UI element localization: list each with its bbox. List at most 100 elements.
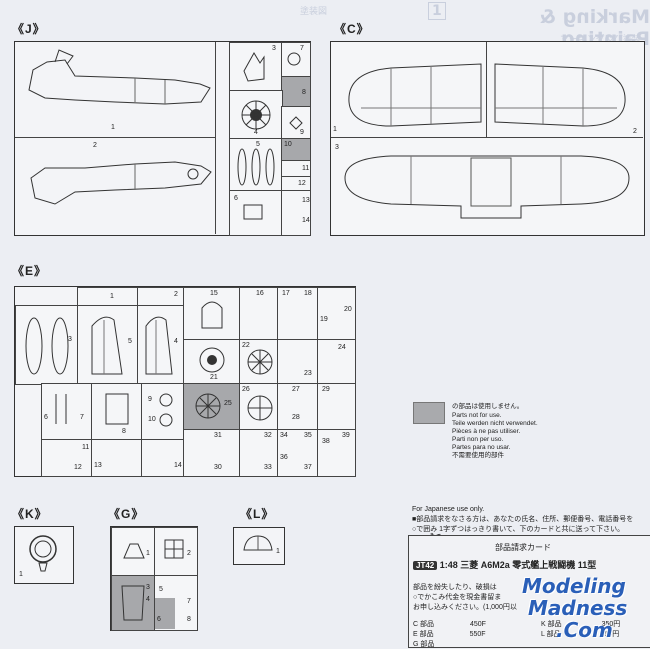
e-part-16-cell: 16 xyxy=(239,287,279,341)
legend-line-en: Parts not for use. xyxy=(452,412,502,419)
price-part: E 部品 xyxy=(413,631,434,638)
part-number: 14 xyxy=(174,462,182,469)
part-number: 21 xyxy=(210,374,218,381)
kit-code: JT42 xyxy=(413,561,438,570)
propeller-blades-drawing xyxy=(237,148,275,186)
jp-subtitle: マーキング及び塗装 xyxy=(560,35,641,45)
sprue-k: 1 xyxy=(14,526,74,584)
part-number: 4 xyxy=(254,129,258,136)
part-number: 6 xyxy=(234,195,238,202)
instruction-line-1: ■部品請求をなさる方は、あなたの氏名、住所、郵便番号、電話番号を xyxy=(412,516,634,523)
j-part-7-cell: 7 xyxy=(281,42,311,78)
price-part: C 部品 xyxy=(413,621,434,628)
part-number: 6 xyxy=(157,616,161,623)
part-number: 10 xyxy=(284,141,292,148)
sprue-j: 1 2 3 7 8 4 9 5 xyxy=(14,41,311,236)
price-part: L 部品 xyxy=(541,631,561,638)
part-number: 36 xyxy=(280,454,288,461)
instruction-line-2: ○で囲み 1字ずつはっきり書いて、下のカードと共に送って下さい。 xyxy=(412,526,625,533)
part-number: 4 xyxy=(174,338,178,345)
part-number: 24 xyxy=(338,344,346,351)
tail-fin-drawing xyxy=(91,316,123,375)
part-number: 1 xyxy=(146,550,150,557)
part-number: 3 xyxy=(335,144,339,151)
g-part-3-4-cell-unused: 3 4 xyxy=(111,575,156,631)
j-part-5-cell: 5 xyxy=(229,138,283,192)
card-body-1: 部品を紛失したり、破損は xyxy=(413,584,497,591)
upper-wing-left-drawing xyxy=(348,63,482,127)
part-number: 27 xyxy=(292,386,300,393)
part-number: 1 xyxy=(111,124,115,131)
price-row: L 部品 250円 xyxy=(541,629,619,639)
part-number: 23 xyxy=(304,370,312,377)
sprue-e: 1 2 3 5 4 6 7 8 9 10 xyxy=(14,286,356,477)
part-number: 12 xyxy=(298,180,306,187)
watermark-line-3: .Com xyxy=(556,618,613,642)
j-part-3-cell: 3 xyxy=(229,42,283,92)
price-part: G 部品 xyxy=(413,641,435,648)
section-label-g: 《G》 xyxy=(108,507,145,521)
engine-front-drawing xyxy=(247,349,273,375)
part-number: 34 xyxy=(280,432,288,439)
sprue-l: 1 xyxy=(233,527,285,565)
e-part-34-37-cell: 34 35 36 37 xyxy=(277,429,319,477)
legend-line-fr: Pièces à ne pas utiliser. xyxy=(452,428,521,435)
e-part-5-cell: 4 xyxy=(137,305,185,385)
part-number: 29 xyxy=(322,386,330,393)
part-number: 16 xyxy=(256,290,264,297)
g-part-1-cell: 1 xyxy=(111,527,156,577)
part-number: 2 xyxy=(187,550,191,557)
g-part-2-cell: 2 xyxy=(154,527,198,577)
part-number: 11 xyxy=(82,444,90,451)
e-part-22-cell: 22 xyxy=(239,339,279,385)
part-number: 31 xyxy=(214,432,222,439)
part-number: 20 xyxy=(344,306,352,313)
upper-wing-right-drawing xyxy=(494,63,626,127)
legend-line-es: Partes para no usar. xyxy=(452,444,511,451)
e-part-32-33-cell: 32 33 xyxy=(239,429,279,477)
canopy-drawing xyxy=(243,535,273,551)
japanese-use-note: For Japanese use only. xyxy=(412,506,485,513)
part-number: 3 xyxy=(68,336,72,343)
e-part-19-20-cell: 19 20 xyxy=(317,287,356,341)
part-number: 12 xyxy=(74,464,82,471)
sprue-g: 1 2 3 4 5 7 6 8 xyxy=(110,526,198,631)
j-part-1-cell: 1 xyxy=(15,42,216,138)
e-part-1-cell: 1 xyxy=(77,287,139,307)
price-row: G 部品 xyxy=(413,639,434,649)
part-number: 13 xyxy=(302,197,310,204)
part-number: 39 xyxy=(342,432,350,439)
section-label-e: 《E》 xyxy=(12,264,48,278)
part-number: 30 xyxy=(214,464,222,471)
part-number: 1 xyxy=(276,548,280,555)
price-value: 250円 xyxy=(600,631,620,638)
part-number: 1 xyxy=(19,571,23,578)
card-body-2: ○でかこみ代金を現金書留ま xyxy=(413,594,502,601)
kit-scale: 1:48 xyxy=(439,560,458,570)
part-number: 17 xyxy=(282,290,290,297)
e-part-15-cell: 15 xyxy=(183,287,241,341)
part-number: 35 xyxy=(304,432,312,439)
lower-wing-drawing xyxy=(344,155,630,219)
e-part-26-cell: 26 xyxy=(239,383,279,431)
j-part-9-cell: 9 xyxy=(281,106,311,140)
part-number: 1 xyxy=(110,293,114,300)
e-part-6-7-cell: 6 7 xyxy=(41,383,93,441)
part-number: 38 xyxy=(322,438,330,445)
e-part-2-cell: 2 xyxy=(137,287,185,307)
price-part: K 部品 xyxy=(541,621,562,628)
part-number: 5 xyxy=(159,586,163,593)
part-number: 33 xyxy=(264,464,272,471)
j-part-6-cell: 6 xyxy=(229,190,283,236)
e-part-11-12-cell: 11 12 xyxy=(41,439,93,477)
part-number: 10 xyxy=(148,416,156,423)
fuselage-left-drawing xyxy=(28,49,211,105)
engine-drawing xyxy=(241,100,271,130)
drop-tank-drawing xyxy=(25,317,69,375)
e-part-14-cell: 14 xyxy=(141,439,185,477)
kit-name: 三菱 A6M2a 零式艦上戦闘機 11型 xyxy=(460,560,597,570)
legend-line-jp: の部品は使用しません。 xyxy=(452,403,524,410)
